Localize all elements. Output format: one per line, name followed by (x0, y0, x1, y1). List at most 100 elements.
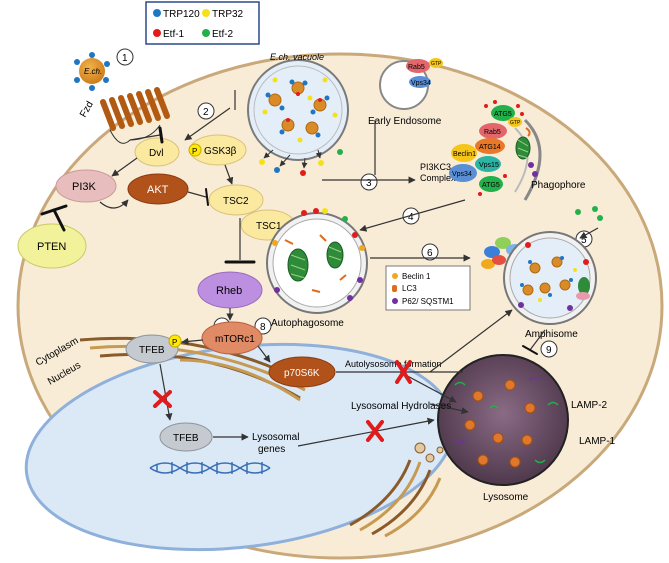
lamp1-label: LAMP-1 (579, 436, 616, 447)
step-8: 8 (254, 317, 272, 335)
pi3kc3-label-1: PI3KC3 (420, 162, 451, 172)
svg-text:Rheb: Rheb (216, 285, 242, 297)
block-tfeb-translocation (153, 390, 172, 408)
early-endosome: Rab5 GTP Vps34 Early Endosome (368, 58, 443, 127)
legend-trp120: TRP120 (163, 9, 200, 20)
autophagy-marker-legend: Beclin 1 LC3 P62/ SQSTM1 (385, 265, 471, 311)
svg-text:9: 9 (546, 345, 552, 356)
svg-text:ATG14: ATG14 (479, 144, 501, 151)
dvl-node: Dvl (134, 137, 180, 167)
etf2-swatch (202, 29, 210, 37)
trp32-swatch (202, 9, 210, 17)
svg-text:PTEN: PTEN (37, 241, 66, 253)
lamp2-label: LAMP-2 (571, 400, 608, 411)
rheb-node: Rheb (197, 271, 263, 309)
tfeb-phospho: P (172, 338, 177, 347)
phagophore: Phagophore (514, 118, 586, 201)
ee-rab5-label: Rab5 (408, 64, 425, 71)
frizzled-receptor (100, 87, 170, 131)
inhibition-bars (40, 126, 538, 355)
legend-etf1: Etf-1 (163, 29, 185, 40)
ee-gtp-label: GTP (431, 61, 442, 67)
block-lysosomal-genes (366, 420, 384, 442)
block-autolysosome (395, 360, 412, 384)
tfeb-cytoplasmic-node: TFEB P (125, 334, 182, 364)
svg-text:P62/ SQSTM1: P62/ SQSTM1 (402, 297, 454, 306)
svg-text:ATG5: ATG5 (494, 111, 512, 118)
svg-text:Vps15: Vps15 (479, 162, 499, 169)
ee-vps34-label: Vps34 (411, 80, 431, 87)
ech-label: E.ch. (84, 67, 102, 76)
svg-text:Beclin 1: Beclin 1 (402, 272, 431, 281)
lysosomal-genes-label-2: genes (258, 444, 285, 455)
legend-etf2: Etf-2 (212, 29, 234, 40)
autophagosome: Autophagosome (266, 208, 368, 329)
tsc2-node: TSC2 (208, 184, 264, 216)
ech-vacuole-label: E.ch. vacuole (270, 52, 324, 62)
svg-text:LC3: LC3 (402, 284, 417, 293)
svg-text:mTORc1: mTORc1 (215, 334, 255, 345)
svg-text:Vps34: Vps34 (452, 171, 472, 178)
pi3kc3-label-2: Complex (420, 173, 456, 183)
golgi-apparatus (349, 459, 442, 538)
blocked-markers (153, 360, 412, 442)
autophagosome-label: Autophagosome (271, 318, 344, 329)
svg-text:6: 6 (427, 248, 433, 259)
amphisome-label: Amphisome (525, 329, 578, 340)
step-9: 9 (540, 340, 558, 358)
svg-text:PI3K: PI3K (72, 181, 97, 193)
autolysosome-formation-label: Autolysosome formation (345, 359, 442, 369)
dna-helix (149, 462, 271, 474)
step-6: 6 (421, 243, 439, 261)
mtorc1-node: mTORc1 (201, 321, 263, 355)
tfeb-nuclear-node: TFEB (159, 422, 213, 452)
etf2-dots (575, 206, 603, 221)
svg-text:TFEB: TFEB (139, 345, 165, 356)
step-1: 1 (116, 48, 134, 66)
svg-text:TSC2: TSC2 (223, 196, 249, 207)
trp120-swatch (153, 9, 161, 17)
ech-vacuole: E.ch. vacuole (247, 52, 349, 161)
step-3: 3 (360, 173, 378, 191)
lysosome: LAMP-2 LAMP-1 Lysosome (437, 354, 616, 503)
gsk3b-phospho: P (192, 147, 197, 156)
svg-text:TFEB: TFEB (173, 433, 199, 444)
svg-text:GTP: GTP (510, 120, 521, 126)
gsk3b-node: P GSK3β (188, 134, 247, 166)
svg-text:Beclin1: Beclin1 (453, 151, 476, 158)
pi3k-node: PI3K (55, 169, 117, 203)
lysosomal-genes-label-1: Lysosomal (252, 432, 299, 443)
p70s6k-node: p70S6K (268, 356, 336, 388)
vesicles (414, 442, 444, 463)
svg-text:TSC1: TSC1 (256, 221, 282, 232)
legend-trp32: TRP32 (212, 9, 244, 20)
amphisome: Amphisome (503, 231, 597, 340)
svg-text:5: 5 (581, 235, 587, 246)
svg-text:Dvl: Dvl (149, 148, 163, 159)
lysosome-label: Lysosome (483, 492, 529, 503)
svg-text:4: 4 (408, 212, 414, 223)
svg-text:2: 2 (203, 107, 209, 118)
fzd-label: Fzd (78, 100, 96, 120)
svg-text:p70S6K: p70S6K (284, 368, 320, 379)
released-effectors (259, 149, 343, 176)
pi3kc3-complex: PI3KC3 Complex ATG5 Rab5 GTP ATG14 Becli… (420, 100, 524, 196)
pathway-arrows (99, 90, 599, 447)
svg-text:GSK3β: GSK3β (204, 146, 237, 157)
etf1-swatch (153, 29, 161, 37)
svg-text:ATG5: ATG5 (482, 182, 500, 189)
svg-text:8: 8 (260, 322, 266, 333)
pathogen-protein-legend: TRP120 TRP32 Etf-1 Etf-2 (145, 1, 260, 45)
phagophore-label: Phagophore (531, 180, 586, 191)
early-endosome-label: Early Endosome (368, 116, 442, 127)
lysosomal-hydrolases-label: Lysosomal Hydrolases (351, 401, 451, 412)
ehrlichia-bacterium: E.ch. (74, 52, 110, 91)
pten-node: PTEN (17, 223, 87, 269)
svg-text:3: 3 (366, 178, 372, 189)
step-2: 2 (197, 102, 215, 120)
akt-node: AKT (127, 173, 189, 205)
svg-text:Rab5: Rab5 (484, 129, 501, 136)
svg-text:AKT: AKT (147, 184, 169, 196)
svg-text:1: 1 (122, 53, 128, 64)
